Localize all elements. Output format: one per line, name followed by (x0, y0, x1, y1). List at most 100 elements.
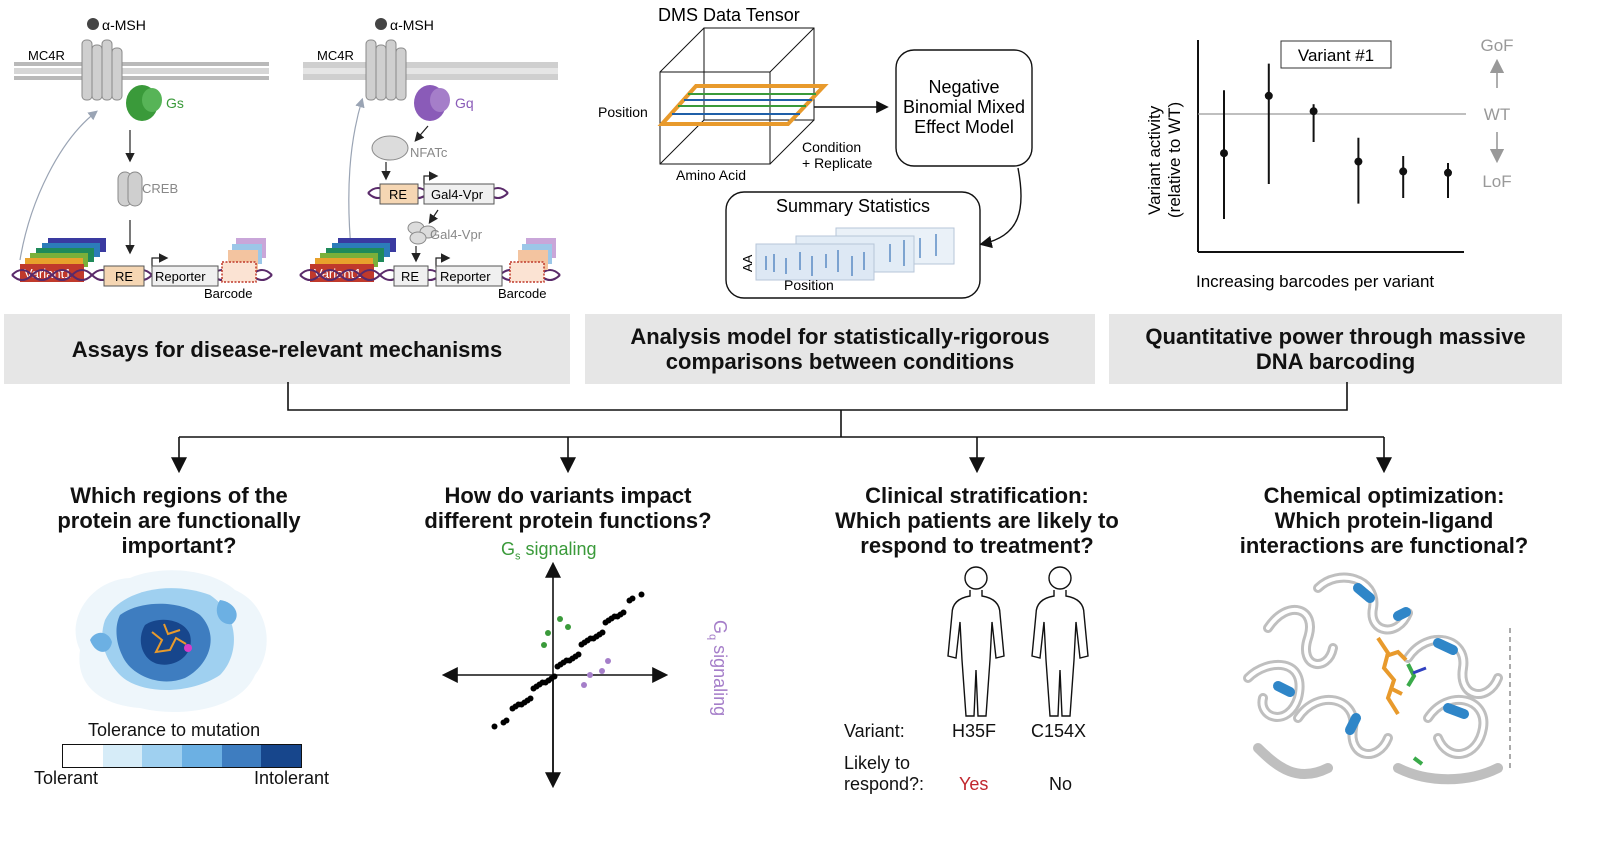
receptor-icon (365, 39, 407, 101)
data-point (1309, 107, 1318, 116)
gs-variant-point (541, 642, 547, 648)
model-box (895, 49, 1033, 167)
variant-box (1280, 40, 1392, 69)
neutral-variant-point (551, 673, 558, 680)
gs-rest: signaling (520, 539, 597, 559)
question-line: Chemical optimization: (1263, 483, 1505, 508)
gal4-protein-label: Gal4-Vpr (430, 227, 483, 242)
neutral-variant-point (563, 657, 570, 664)
neutral-variant-point (611, 613, 618, 620)
question-line: Clinical stratification: (865, 483, 1089, 508)
colorbar-segment (142, 745, 183, 767)
caption-assays: Assays for disease-relevant mechanisms (4, 314, 570, 384)
reporter-box (151, 265, 219, 287)
caption-barcoding-line1: Quantitative power through massive (1145, 324, 1526, 349)
gq-protein-icon (414, 85, 450, 121)
gq-signaling-label: Gq signaling (706, 620, 730, 716)
neutral-variant-point (587, 635, 594, 642)
gq-variant-point (599, 668, 605, 674)
neutral-variant-point (629, 595, 636, 602)
barcode-icon (221, 238, 266, 283)
colorbar-segment (221, 745, 262, 767)
connector-lines (171, 382, 1392, 474)
receptor-label: MC4R (317, 48, 354, 63)
variant-b: C154X (1031, 721, 1087, 741)
gal4-protein-icon (407, 221, 437, 245)
y-axis-label-1: Variant activity (1145, 105, 1164, 215)
gs-signaling-label: Gs signaling (501, 539, 597, 563)
colorbar-segment (63, 745, 103, 767)
signaling-scatter (441, 561, 669, 789)
data-point (1399, 167, 1408, 176)
reporter-label: Reporter (440, 269, 491, 284)
membrane-heads (14, 62, 269, 80)
gq-variant-point (587, 672, 593, 678)
data-point (1220, 149, 1228, 158)
colorbar-segment (182, 745, 222, 767)
colorbar-segment (261, 745, 302, 767)
receptor-label: MC4R (28, 48, 65, 63)
gs-variant-point (545, 630, 551, 636)
person-icon (1031, 566, 1089, 717)
question-regions: Which regions of the protein are functio… (29, 483, 329, 558)
scatter-points (491, 591, 645, 730)
re-box-lower (393, 265, 429, 287)
variant-a: H35F (952, 721, 997, 741)
re-label: RE (115, 269, 133, 284)
re-label: RE (389, 187, 407, 202)
caption-barcoding-line2: DNA barcoding (1255, 349, 1416, 374)
caption-assays-text: Assays for disease-relevant mechanisms (71, 336, 503, 362)
y-axis-label-2: (relative to WT) (1165, 102, 1184, 218)
neutral-variant-point (638, 591, 645, 598)
ligand-icon (375, 18, 387, 30)
nfatc-label: NFATc (410, 145, 448, 160)
question-line: Which protein-ligand (1274, 508, 1494, 533)
gq-label: Gq (455, 95, 474, 111)
model-line1: Negative (928, 77, 999, 97)
respond-label-1: Likely to (844, 753, 911, 773)
neutral-variant-point (515, 701, 522, 708)
assay-diagram: α-MSH MC4R Gs CREB (11, 17, 561, 301)
neutral-variant-point (539, 679, 546, 686)
gq-g: G (710, 620, 730, 635)
intolerant-label: Intolerant (254, 768, 330, 788)
gs-variant-point (565, 624, 571, 630)
question-line: How do variants impact (444, 483, 692, 508)
protein-surface-image (75, 570, 267, 712)
nfatc-icon (371, 135, 409, 161)
respond-label-2: respond?: (844, 774, 925, 794)
answer-b: No (1049, 774, 1073, 794)
protein-ligand-structure (1243, 572, 1511, 785)
gs-sub: s (515, 550, 521, 563)
gq-variant-point (605, 658, 611, 664)
caption-analysis-line1: Analysis model for statistically-rigorou… (630, 324, 1050, 349)
tolerance-title: Tolerance to mutation (88, 720, 261, 740)
neutral-variant-point (491, 723, 498, 730)
gof-label: GoF (1480, 36, 1513, 55)
condition-label: Condition (802, 139, 861, 155)
tolerance-colorbar (62, 744, 302, 768)
gal4-box-label: Gal4-Vpr (431, 187, 484, 202)
receptor-icon (81, 39, 123, 101)
answer-a: Yes (959, 774, 989, 794)
neutral-variant-point (620, 609, 627, 616)
question-variants: How do variants impact different protein… (398, 483, 738, 533)
data-point (1444, 168, 1452, 177)
gq-rest: signaling (710, 640, 730, 717)
colorbar-segment (102, 745, 143, 767)
gal4-box (423, 183, 495, 205)
summary-position-label: Position (784, 277, 834, 293)
creb-label: CREB (142, 181, 178, 196)
tensor-title: DMS Data Tensor (658, 5, 800, 25)
variant-box-label: Variant #1 (1298, 46, 1374, 65)
gs-label: Gs (166, 95, 184, 111)
model-line2: Binomial Mixed (903, 97, 1025, 117)
re-box (103, 265, 145, 287)
barcode-power-chart: Variant #1 Variant activity (relative to… (1145, 36, 1514, 291)
question-line: respond to treatment? (860, 533, 1094, 558)
ligand-icon (87, 18, 99, 30)
neutral-variant-point (575, 651, 582, 658)
replicate-label: + Replicate (802, 155, 873, 171)
summary-title: Summary Statistics (776, 196, 930, 216)
error-bar-series (1220, 63, 1452, 219)
